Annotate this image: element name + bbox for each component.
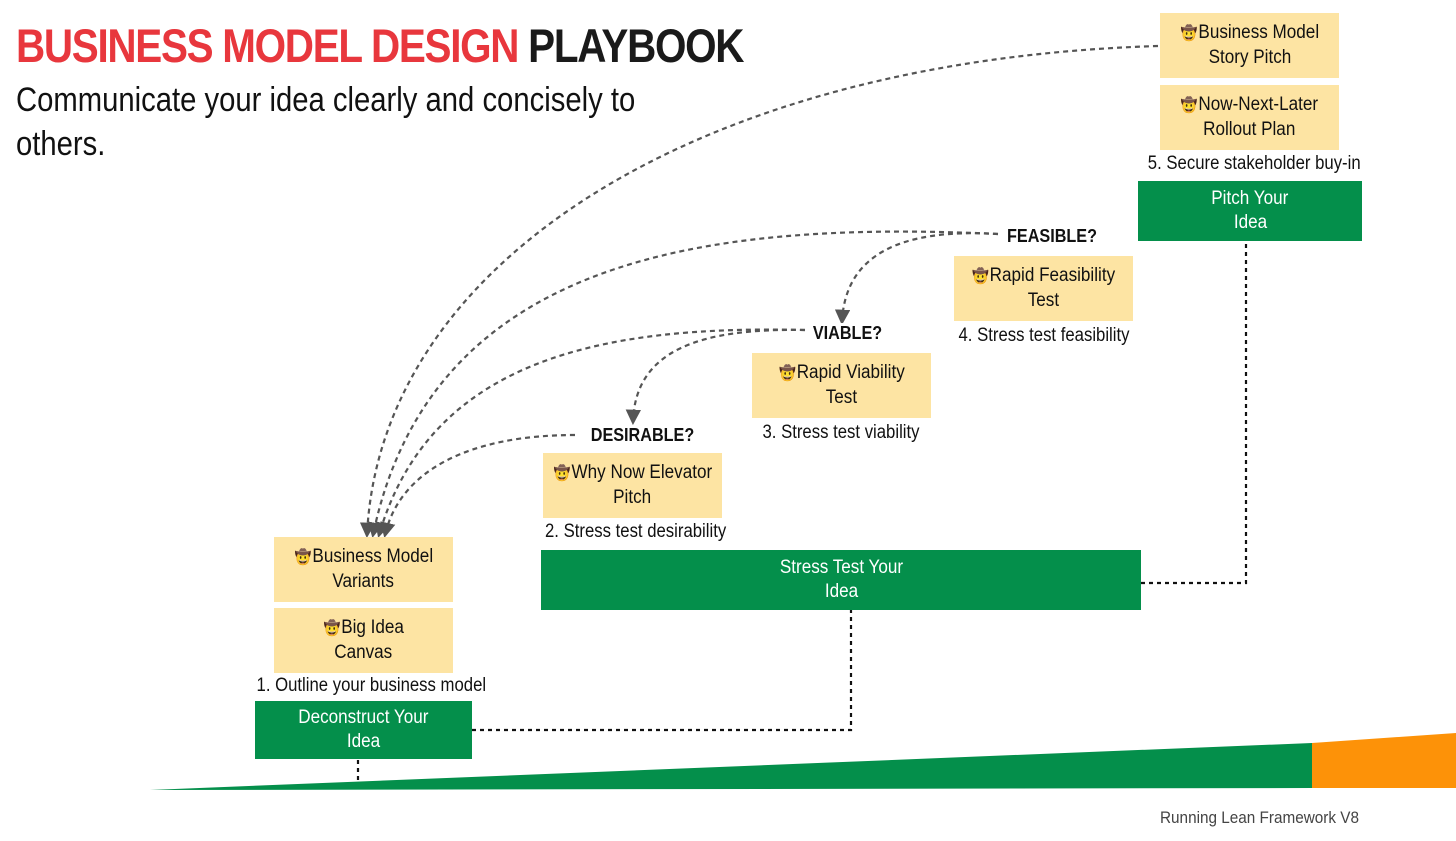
cowboy-emoji-icon: 🤠 (553, 465, 571, 482)
stage-label-line2: Idea (824, 581, 858, 602)
stage-label-line2: Idea (1233, 212, 1267, 233)
note-label-line1: Business Model (312, 546, 433, 567)
note-label-line1: Rapid Viability (796, 362, 905, 383)
stage-label-line1: Stress Test Your (779, 557, 903, 578)
note-label-line2: Story Pitch (1208, 47, 1291, 68)
stage-deconstruct-idea[interactable]: Deconstruct Your Idea (255, 701, 472, 759)
stage-pitch-idea[interactable]: Pitch Your Idea (1138, 181, 1362, 241)
loop-story-to-variants (359, 44, 1159, 539)
page-title: BUSINESS MODEL DESIGN PLAYBOOK (16, 18, 744, 74)
page-subtitle: Communicate your idea clearly and concis… (16, 81, 636, 163)
step-4-caption: 4. Stress test feasibility (958, 325, 1130, 346)
note-label-line1: Rapid Feasibility (989, 265, 1116, 286)
cowboy-emoji-icon: 🤠 (323, 620, 341, 637)
note-business-model-variants[interactable]: 🤠Business Model Variants (274, 537, 453, 602)
note-rapid-feasibility-test[interactable]: 🤠Rapid Feasibility Test (954, 256, 1133, 321)
note-label-line2: Test (1027, 290, 1060, 311)
note-label-line1: Why Now Elevator (571, 462, 712, 483)
connector-stress-to-pitch (1141, 241, 1248, 585)
gate-desirable: DESIRABLE? (588, 425, 697, 446)
title-part-red: BUSINESS MODEL DESIGN (16, 19, 519, 72)
progress-wedge-orange (1312, 733, 1456, 788)
note-business-model-story-pitch[interactable]: 🤠Business Model Story Pitch (1160, 13, 1339, 78)
progress-wedge-green (150, 743, 1312, 790)
note-rapid-viability-test[interactable]: 🤠Rapid Viability Test (752, 353, 931, 418)
cowboy-emoji-icon: 🤠 (1180, 97, 1198, 114)
stage-label-line1: Pitch Your (1211, 188, 1289, 209)
connector-deconstruct-to-stress (472, 610, 853, 732)
cowboy-emoji-icon: 🤠 (778, 365, 796, 382)
cowboy-emoji-icon: 🤠 (1180, 25, 1198, 42)
step-2-caption: 2. Stress test desirability (545, 521, 727, 542)
gate-viable: VIABLE? (811, 323, 884, 344)
note-label-line1: Business Model (1198, 22, 1319, 43)
note-why-now-elevator-pitch[interactable]: 🤠Why Now Elevator Pitch (543, 453, 722, 518)
note-label-line2: Rollout Plan (1203, 119, 1296, 140)
step-1-caption: 1. Outline your business model (256, 675, 487, 696)
footer-framework-label: Running Lean Framework V8 (1160, 808, 1360, 827)
note-now-next-later-rollout-plan[interactable]: 🤠Now-Next-Later Rollout Plan (1160, 85, 1339, 150)
loop-viable-to-desirable (625, 328, 806, 426)
note-label-line2: Variants (332, 571, 395, 592)
cowboy-emoji-icon: 🤠 (971, 268, 989, 285)
note-big-idea-canvas[interactable]: 🤠Big Idea Canvas (274, 608, 453, 673)
loop-desirable-to-variants (380, 433, 576, 539)
step-3-caption: 3. Stress test viability (762, 422, 920, 443)
note-label-line1: Big Idea (340, 617, 404, 638)
note-label-line2: Test (825, 387, 858, 408)
step-5-caption: 5. Secure stakeholder buy-in (1147, 153, 1361, 174)
gate-feasible: FEASIBLE? (1005, 226, 1099, 247)
title-part-black: PLAYBOOK (528, 19, 744, 72)
note-label-line2: Canvas (334, 642, 393, 663)
stage-label-line1: Deconstruct Your (298, 707, 429, 728)
stage-stress-test-idea[interactable]: Stress Test Your Idea (541, 550, 1141, 610)
stage-label-line2: Idea (346, 731, 381, 752)
cowboy-emoji-icon: 🤠 (294, 549, 312, 566)
loop-viable-to-variants (375, 328, 806, 538)
note-label-line1: Now-Next-Later (1198, 94, 1319, 115)
loop-feasible-to-variants (367, 230, 999, 539)
note-label-line2: Pitch (613, 487, 652, 508)
